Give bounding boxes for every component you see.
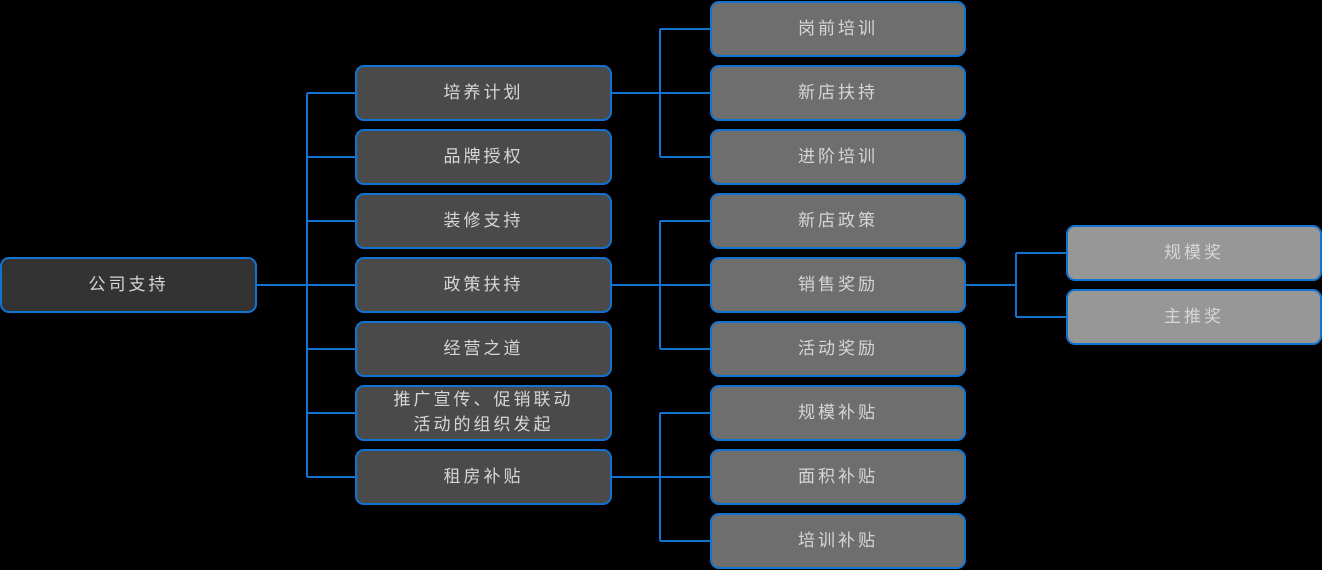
node-level1-zhuangxiuzhichi[interactable]: 装修支持	[355, 193, 612, 249]
node-level1-pinpaishouquan[interactable]: 品牌授权	[355, 129, 612, 185]
node-level3-guimojiang[interactable]: 规模奖	[1066, 225, 1322, 281]
node-level1-peiyangjihua[interactable]: 培养计划	[355, 65, 612, 121]
node-level2-jinjiepeixun[interactable]: 进阶培训	[710, 129, 966, 185]
node-level2-guimobutie[interactable]: 规模补贴	[710, 385, 966, 441]
node-level2-gangqianpeixun[interactable]: 岗前培训	[710, 1, 966, 57]
node-level2-peixunbutie[interactable]: 培训补贴	[710, 513, 966, 569]
node-level1-jingyingzhidao[interactable]: 经营之道	[355, 321, 612, 377]
node-level2-xindianfuchi[interactable]: 新店扶持	[710, 65, 966, 121]
node-level2-xiaoshoujiangli[interactable]: 销售奖励	[710, 257, 966, 313]
node-level2-xindianzhengce[interactable]: 新店政策	[710, 193, 966, 249]
node-level1-zhengcefuchi[interactable]: 政策扶持	[355, 257, 612, 313]
node-root[interactable]: 公司支持	[0, 257, 257, 313]
node-level1-zufangbutie[interactable]: 租房补贴	[355, 449, 612, 505]
node-level2-huodongjiangli[interactable]: 活动奖励	[710, 321, 966, 377]
node-level3-zhutuijiang[interactable]: 主推奖	[1066, 289, 1322, 345]
node-level2-mianjibutie[interactable]: 面积补贴	[710, 449, 966, 505]
node-level1-tuiguangxuanchuan[interactable]: 推广宣传、促销联动 活动的组织发起	[355, 385, 612, 441]
